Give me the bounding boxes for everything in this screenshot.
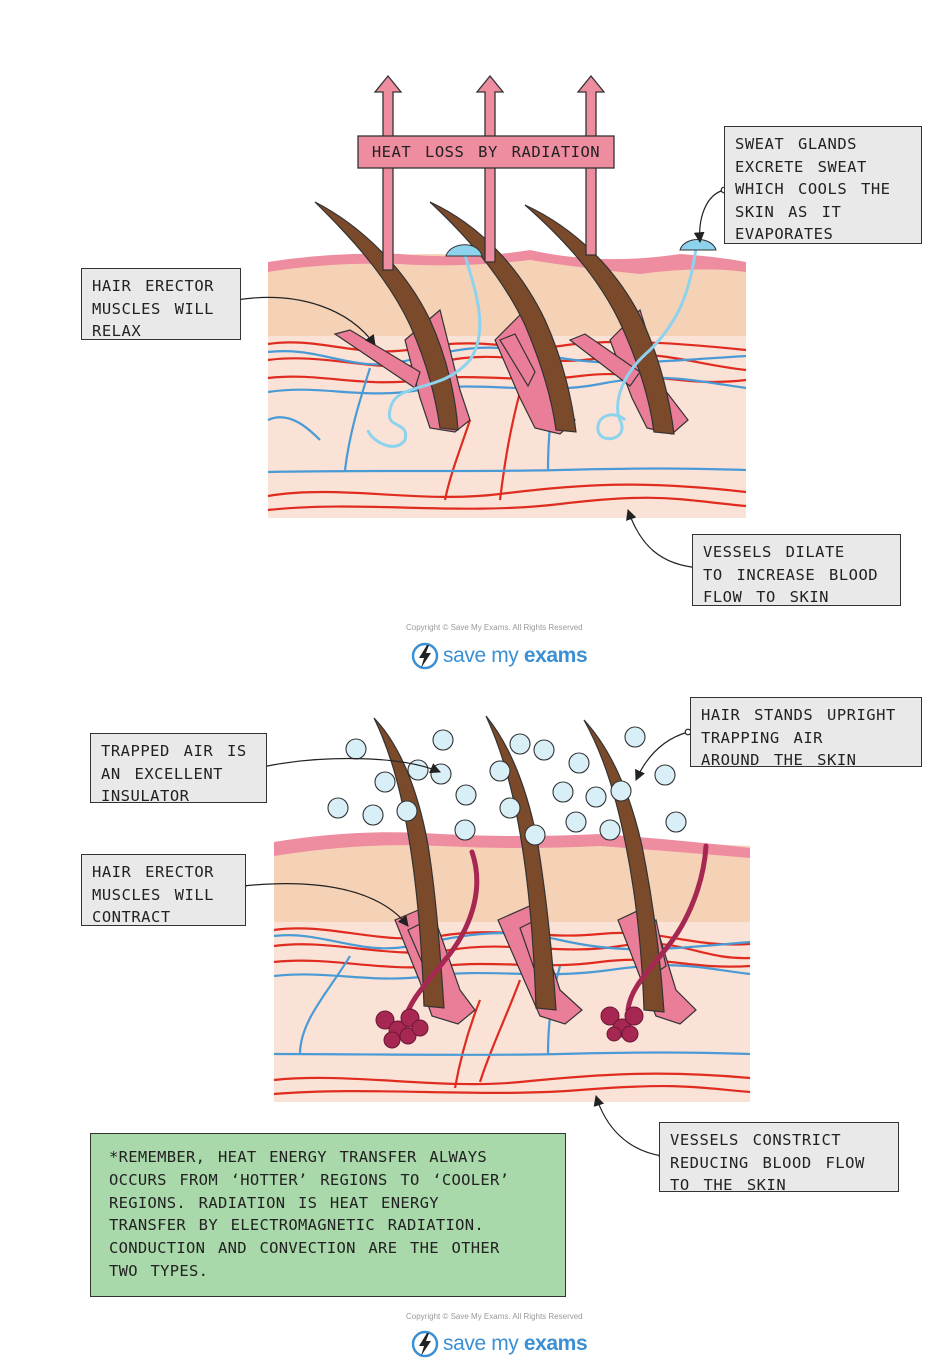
callout-line: INSULATOR: [101, 787, 190, 805]
callout-line: RELAX: [92, 322, 142, 340]
callout-vessels-constrict: VESSELS CONSTRICT REDUCING BLOOD FLOW TO…: [659, 1122, 899, 1194]
callout-line: AROUND THE SKIN: [701, 751, 857, 769]
remember-note: *REMEMBER, HEAT ENERGY TRANSFER ALWAYS O…: [90, 1133, 566, 1297]
radiation-arrow-left: [373, 74, 403, 271]
callout-line: SWEAT GLANDS: [735, 135, 857, 153]
radiation-arrow-middle: [475, 74, 505, 263]
top-skin-section: [267, 74, 747, 518]
top-sweat-drops: [445, 239, 717, 257]
callout-line: VESSELS CONSTRICT: [670, 1131, 842, 1149]
logo-part-exams: exams: [523, 1332, 588, 1355]
logo-part-my: my: [491, 1332, 524, 1355]
callout-line: SKIN AS IT: [735, 202, 842, 221]
callout-line: TO INCREASE BLOOD: [703, 565, 879, 584]
top-sweat-glands: [366, 247, 698, 448]
note-line: REGIONS. RADIATION IS HEAT ENERGY: [109, 1193, 439, 1212]
callout-line: HAIR ERECTOR: [92, 277, 214, 295]
radiation-label-box: [357, 135, 615, 169]
callout-line: AN EXCELLENT: [101, 764, 223, 783]
copyright-top: Copyright © Save My Exams. All Rights Re…: [406, 623, 583, 632]
note-line: TRANSFER BY ELECTROMAGNETIC RADIATION.: [109, 1216, 485, 1235]
logo-part-save: save: [443, 644, 492, 667]
bottom-constricted-glands: [402, 843, 709, 1023]
top-hairs: [314, 201, 675, 435]
logo-part-exams: exams: [523, 644, 588, 667]
bottom-leader-lines: [242, 731, 689, 1157]
top-erector-muscles: [333, 329, 641, 389]
callout-muscles-contract: HAIR ERECTOR MUSCLES WILL CONTRACT: [81, 854, 246, 926]
callout-hair-upright: HAIR STANDS UPRIGHT TRAPPING AIR AROUND …: [690, 697, 922, 769]
callout-line: TRAPPED AIR IS: [101, 742, 247, 760]
callout-muscles-relax: HAIR ERECTOR MUSCLES WILL RELAX: [81, 268, 241, 340]
callout-sweat-glands: SWEAT GLANDS EXCRETE SWEAT WHICH COOLS T…: [724, 126, 922, 244]
callout-line: HAIR ERECTOR: [92, 863, 214, 881]
copyright-bottom: Copyright © Save My Exams. All Rights Re…: [406, 1312, 583, 1321]
note-line: CONDUCTION AND CONVECTION ARE THE OTHER: [109, 1239, 500, 1258]
callout-trapped-air: TRAPPED AIR IS AN EXCELLENT INSULATOR: [90, 733, 267, 805]
callout-line: MUSCLES WILL: [92, 885, 214, 904]
lightning-logo-icon: [411, 1330, 439, 1358]
callout-line: EXCRETE SWEAT: [735, 157, 867, 176]
note-line: OCCURS FROM ‘HOTTER’ REGIONS TO ‘COOLER’: [109, 1170, 510, 1189]
lightning-logo-icon: [411, 642, 439, 670]
radiation-label: HEAT LOSS BY RADIATION: [371, 143, 601, 161]
callout-line: TRAPPING AIR: [701, 728, 823, 747]
logo-part-save: save: [443, 1332, 492, 1355]
note-line: TWO TYPES.: [109, 1261, 209, 1280]
callout-line: FLOW TO SKIN: [703, 588, 829, 606]
callout-line: TO THE SKIN: [670, 1176, 787, 1194]
callout-line: VESSELS DILATE: [703, 543, 845, 561]
air-bubbles: [327, 726, 687, 846]
callout-line: CONTRACT: [92, 908, 171, 926]
callout-line: EVAPORATES: [735, 225, 834, 243]
top-leader-lines: [235, 189, 725, 569]
callout-line: MUSCLES WILL: [92, 299, 214, 318]
bottom-gland-coils: [375, 1006, 644, 1049]
callout-line: HAIR STANDS UPRIGHT: [701, 706, 896, 724]
note-line: *REMEMBER, HEAT ENERGY TRANSFER ALWAYS: [109, 1148, 488, 1166]
logo-part-my: my: [491, 644, 524, 667]
bottom-skin-section: [273, 715, 751, 1102]
logo-top: save my exams: [411, 642, 588, 670]
callout-line: REDUCING BLOOD FLOW: [670, 1153, 865, 1172]
callout-vessels-dilate: VESSELS DILATE TO INCREASE BLOOD FLOW TO…: [692, 534, 901, 606]
logo-bottom: save my exams: [411, 1330, 588, 1358]
callout-line: WHICH COOLS THE: [735, 180, 891, 198]
